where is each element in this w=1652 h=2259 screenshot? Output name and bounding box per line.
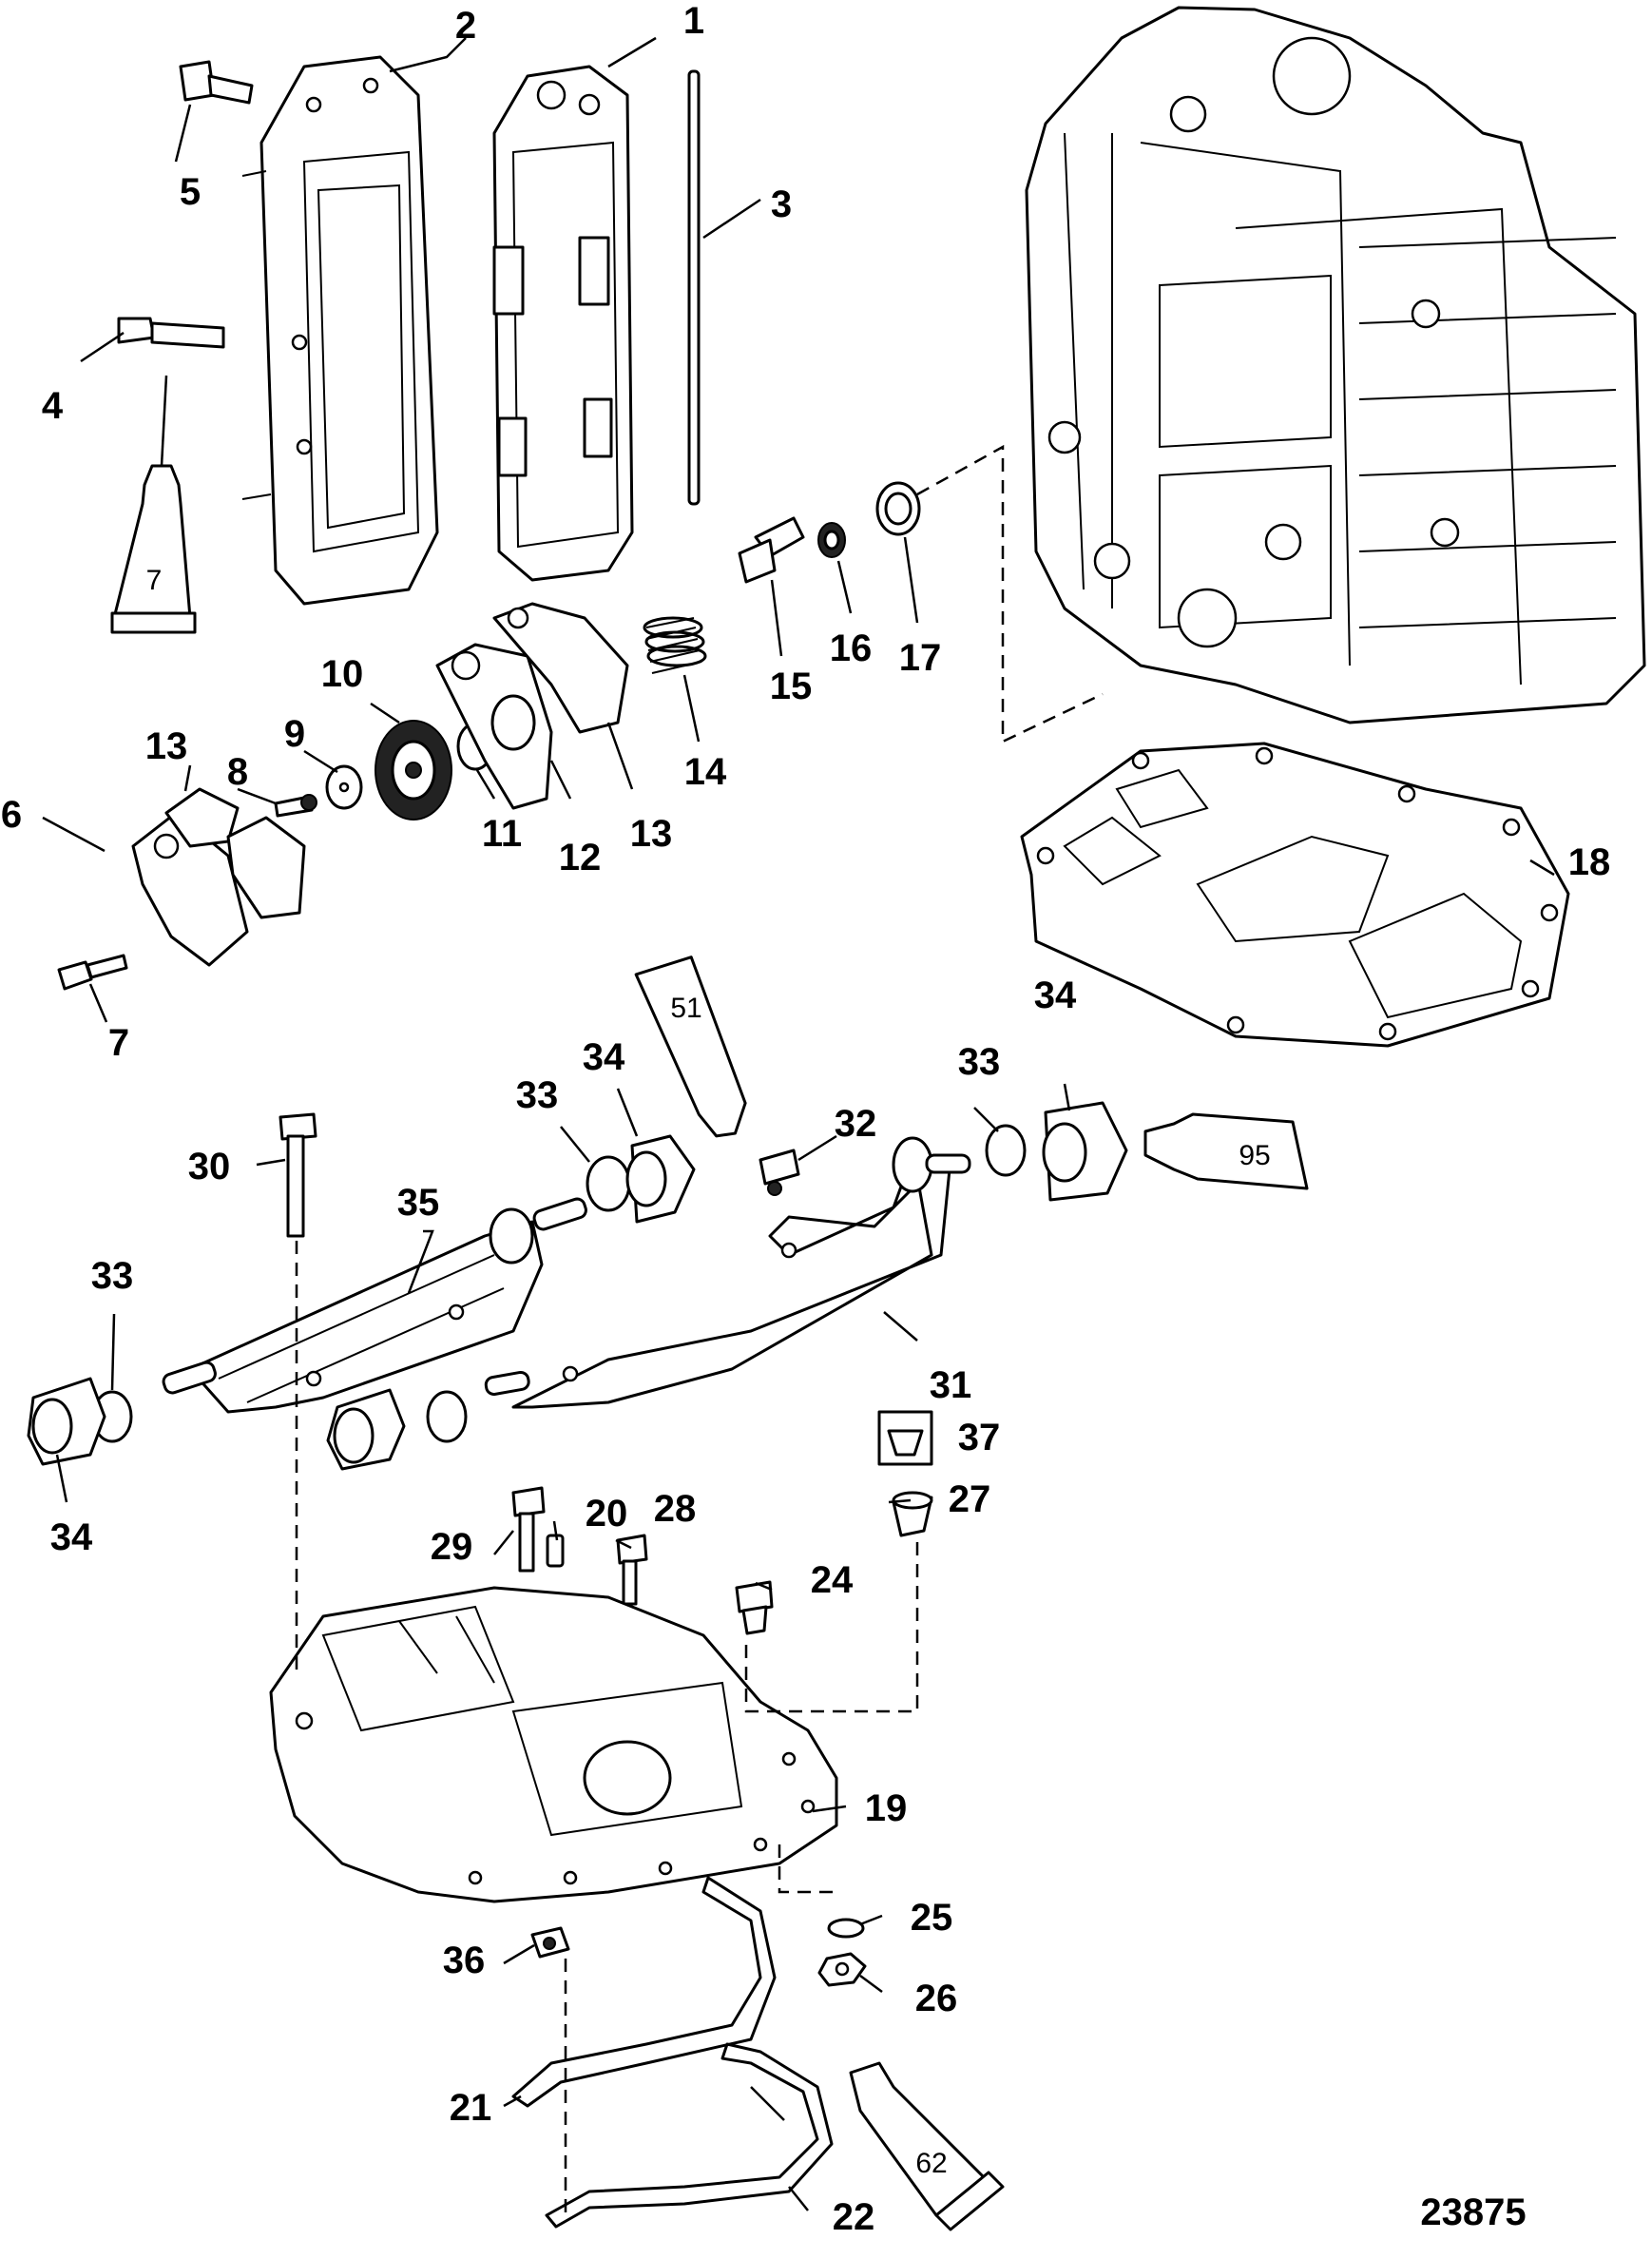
cap-37 <box>877 1410 933 1466</box>
callout-34-center: 34 <box>583 1036 625 1078</box>
tube-label: 62 <box>915 2148 947 2179</box>
mount-bracket-35 <box>162 1197 587 1414</box>
plug-24 <box>735 1580 774 1635</box>
washer-25 <box>827 1918 865 1939</box>
exhaust-cover <box>241 55 439 606</box>
callout-33-left: 33 <box>91 1255 134 1297</box>
callout-15: 15 <box>770 666 813 707</box>
callout-37: 37 <box>958 1417 1001 1458</box>
bolt-5 <box>179 60 254 105</box>
callout-8: 8 <box>227 751 248 793</box>
callout-10: 10 <box>321 653 364 695</box>
callout-24: 24 <box>811 1559 854 1601</box>
callout-labels: 1 2 3 4 5 6 7 8 9 10 11 12 13 13 14 15 1… <box>1 0 1610 2238</box>
callout-35: 35 <box>397 1182 440 1224</box>
seal-21 <box>511 1876 777 2108</box>
callout-12: 12 <box>559 837 602 878</box>
callout-17: 17 <box>899 637 942 679</box>
leader-lines <box>42 36 1555 2211</box>
callout-3: 3 <box>771 183 792 225</box>
nut-26 <box>817 1952 867 1987</box>
bolt-4 <box>117 317 225 349</box>
callout-6: 6 <box>1 794 22 836</box>
block-base-gasket <box>1020 742 1570 1048</box>
callout-33-center: 33 <box>516 1074 559 1116</box>
callout-26: 26 <box>915 1978 958 2019</box>
sealant-tube-95: 95 <box>1143 1112 1309 1190</box>
callout-33-right: 33 <box>958 1041 1001 1083</box>
callout-27: 27 <box>949 1478 991 1520</box>
callout-21: 21 <box>450 2087 492 2129</box>
callout-25: 25 <box>911 1897 953 1939</box>
adapter-plate <box>269 1586 838 1903</box>
callout-20: 20 <box>586 1493 628 1535</box>
bolt-29 <box>511 1486 546 1573</box>
pin-20 <box>546 1534 565 1568</box>
seal-22 <box>545 2042 834 2229</box>
callout-16: 16 <box>830 628 873 669</box>
callout-1: 1 <box>683 0 704 42</box>
callout-31: 31 <box>930 1364 972 1406</box>
callout-5: 5 <box>180 171 201 213</box>
callout-22: 22 <box>833 2196 875 2238</box>
thermostat-assembly <box>131 481 921 967</box>
mount-bracket-31 <box>484 1136 971 1409</box>
rod <box>687 69 701 506</box>
sealant-tube-51: 51 <box>634 956 747 1138</box>
callout-13-left: 13 <box>145 725 188 767</box>
mount-bushings <box>27 1101 1128 1471</box>
tube-label: 7 <box>146 565 163 596</box>
callout-28: 28 <box>654 1488 697 1530</box>
grommet-27 <box>892 1491 933 1537</box>
callout-19: 19 <box>865 1787 908 1829</box>
nut-36 <box>530 1926 570 1959</box>
callout-4: 4 <box>42 385 64 427</box>
callout-29: 29 <box>431 1526 473 1568</box>
sealant-tube-7: 7 <box>110 375 197 634</box>
callout-11: 11 <box>482 813 522 855</box>
alignment-lines <box>295 444 1104 2215</box>
callout-30: 30 <box>188 1146 231 1187</box>
tube-label: 95 <box>1239 1140 1270 1171</box>
callout-34-right: 34 <box>1034 975 1077 1016</box>
figure-number: 23875 <box>1420 2191 1526 2233</box>
cylinder-block <box>1025 6 1646 724</box>
callout-14: 14 <box>684 751 727 793</box>
bolt-30 <box>279 1112 317 1238</box>
sealant-tube-62: 62 <box>849 2061 1005 2231</box>
exhaust-cover-gasket <box>492 65 634 582</box>
fastener-32 <box>759 1149 800 1196</box>
tube-label: 51 <box>670 993 701 1024</box>
callout-13-right: 13 <box>630 813 673 855</box>
bolt-28 <box>616 1534 648 1606</box>
callout-18: 18 <box>1568 841 1611 883</box>
callout-34-left: 34 <box>50 1516 93 1558</box>
bolt-7 <box>57 954 128 991</box>
callout-32: 32 <box>835 1103 877 1145</box>
callout-9: 9 <box>284 713 305 755</box>
callout-7-bolt: 7 <box>108 1022 129 1064</box>
callout-36: 36 <box>443 1940 486 1981</box>
callout-2: 2 <box>455 5 476 47</box>
